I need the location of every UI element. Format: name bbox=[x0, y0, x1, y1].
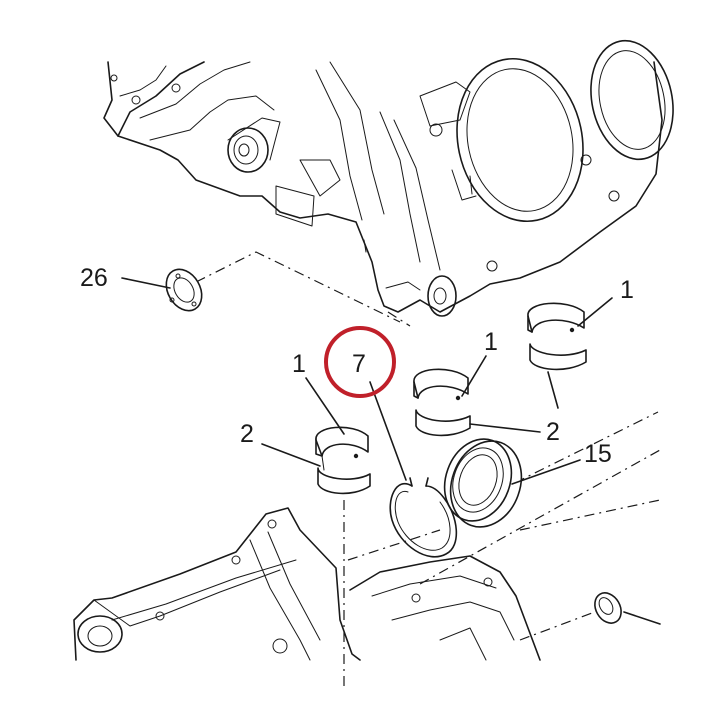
small-seal bbox=[594, 592, 661, 625]
callout-1-middle: 1 bbox=[484, 328, 498, 356]
callout-1-right: 1 bbox=[620, 276, 634, 304]
callout-2-right: 2 bbox=[546, 418, 560, 446]
callout-15: 15 bbox=[584, 440, 612, 468]
bearing-right bbox=[527, 302, 587, 371]
leader-lines bbox=[121, 277, 613, 485]
oil-seal-part-15 bbox=[443, 438, 523, 528]
bearing-shells bbox=[315, 302, 587, 495]
lower-crankcase bbox=[73, 507, 541, 661]
washer-part-26 bbox=[165, 268, 203, 312]
callout-7: 7 bbox=[352, 350, 366, 378]
highlight-circle bbox=[324, 326, 396, 398]
callout-labels: 26 7 1 1 1 2 2 2 15 bbox=[80, 264, 634, 468]
centre-lines bbox=[195, 251, 661, 690]
upper-crankcase bbox=[103, 39, 674, 317]
circlip-part-7 bbox=[389, 477, 458, 558]
callout-1-left: 1 bbox=[292, 350, 306, 378]
bearing-middle bbox=[413, 368, 471, 437]
callout-2-left: 2 bbox=[240, 420, 254, 448]
callout-26: 26 bbox=[80, 264, 108, 292]
bearing-left bbox=[315, 426, 371, 495]
